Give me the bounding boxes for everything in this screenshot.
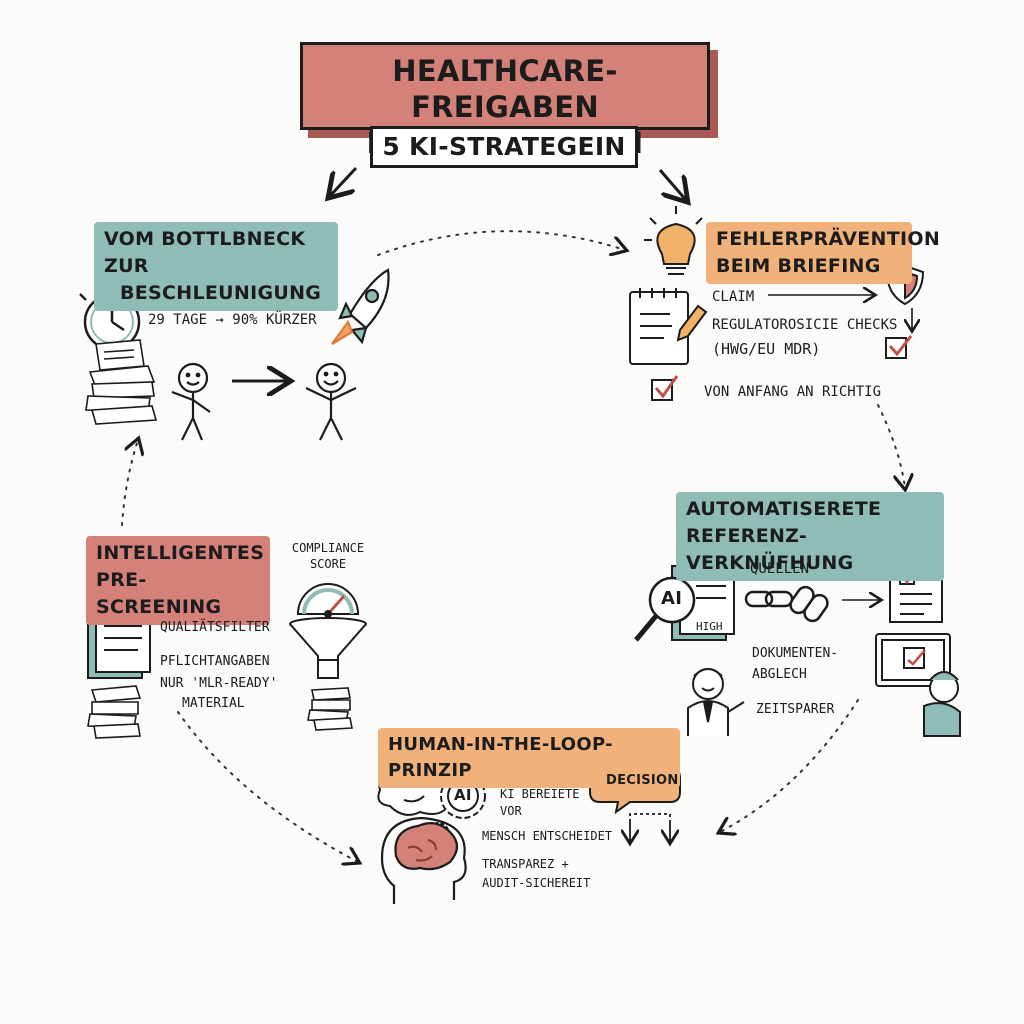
rocket-icon [331,268,390,345]
compliance-score-line-1: COMPLIANCE [291,541,365,555]
mlr-ready-line-1: NUR 'MLR-READY' [160,676,278,691]
briefing-label-line-2: BEIM BRIEFING [716,255,881,277]
split-arrows-icon [630,813,670,842]
chain-link-icon [744,585,829,623]
hitl-human-decides: MENSCH ENTSCHEIDET [482,829,613,843]
reference-high-text: HIGH [696,620,723,633]
person-presenter-icon [687,668,745,736]
magnifier-ai-text: AI [661,588,683,609]
person-typing-icon [923,671,961,737]
compliance-score-label: COMPLIANCE SCORE [282,540,374,572]
reference-time-saver: ZEITSPARER [756,702,835,717]
hitl-ki-prepares: KI BEREIETE VOR [500,786,579,820]
head-icon [380,816,467,904]
funnel-icon [289,617,367,679]
paper-stack-icon-2 [87,685,142,739]
quality-filter-text: QUALIÄTSFILTER [160,620,270,635]
prescreening-label-line-1: INTELLIGENTES [96,542,265,564]
monitor-icon [875,633,951,687]
checkbox-icon [885,335,913,359]
reference-sources: QUELLEN [750,561,810,577]
reference-doc-line-1: DOKUMENTEN- [752,646,839,661]
arrow-briefing-to-reference [877,404,905,488]
bottleneck-label-line-2: BESCHLEUNIGUNG [120,282,322,304]
hitl-audit-line-1: TRANSPAREZ + [482,857,569,871]
arrow-prescreening-to-hitl [177,711,358,862]
person-stressed-icon [171,362,211,441]
mlr-ready-text: NUR 'MLR-READY' MATERIAL [160,674,277,714]
hitl-audit: TRANSPAREZ + AUDIT-SICHEREIT [482,855,590,893]
mandatory-info-text: PFLICHTANGABEN [160,654,270,669]
hitl-ki-line-2: VOR [500,804,522,818]
reference-label-line-1: AUTOMATISERETE [686,498,882,520]
checkbox-icon-2 [651,375,679,401]
bottleneck-label-line-1: VOM BOTTLBNECK ZUR [104,228,306,277]
decision-text: DECISION [606,773,679,788]
prescreening-label: INTELLIGENTES PRE-SCREENING [86,536,270,625]
arrow-reference-to-hitl [720,699,859,832]
reference-doc-compare: DOKUMENTEN- ABGLECH [752,643,838,685]
briefing-checks-line-2: (HWG/EU MDR) [712,340,821,358]
title-line-1: HEALTHCARE-FREIGABEN [392,54,618,124]
compliance-score-line-2: SCORE [309,557,347,571]
briefing-claim: CLAIM [712,289,755,305]
hitl-label: HUMAN-IN-THE-LOOP-PRINZIP [378,728,680,788]
bottleneck-label: VOM BOTTLBNECK ZUR BESCHLEUNIGUNG [94,222,338,311]
paper-stack-icon [85,339,158,425]
briefing-label: FEHLERPRÄVENTION BEIM BRIEFING [706,222,941,284]
reference-label: AUTOMATISERETE REFERENZ-VERKNÜFHUNG [676,492,944,581]
lightbulb-icon [644,206,703,275]
mlr-ready-line-2: MATERIAL [182,696,245,711]
briefing-checks-line-1: REGULATOROSICIE CHECKS [712,317,898,333]
title-arrow-left [330,166,358,196]
hitl-audit-line-2: AUDIT-SICHEREIT [482,876,591,890]
briefing-label-line-1: FEHLERPRÄVENTION [716,228,941,250]
reference-doc-line-2: ABGLECH [752,667,807,682]
cycle-arrows [121,230,905,862]
gear-ai-text: AI [454,786,472,804]
reference-label-line-2: REFERENZ-VERKNÜFHUNG [686,525,854,574]
gauge-icon [296,583,360,618]
subtitle-box: 5 KI-STRATEGEIN [370,126,638,168]
hitl-ki-line-1: KI BEREIETE [500,787,580,801]
person-happy-icon [305,362,357,441]
notepad-icon [629,288,708,365]
title-box: HEALTHCARE-FREIGABEN BESCHLEUNIGEN [300,42,710,160]
prescreening-label-line-2: PRE-SCREENING [96,569,222,618]
arrow-prescreening-to-bottleneck [121,440,138,526]
bottleneck-stat: 29 TAGE → 90% KÜRZER [148,312,317,328]
briefing-footer: VON ANFANG AN RICHTIG [704,384,882,400]
paper-stack-icon-3 [307,687,353,731]
title-arrow-right [658,169,686,200]
magnifier-icon [634,576,696,642]
arrow-bottleneck-to-briefing [377,230,625,255]
